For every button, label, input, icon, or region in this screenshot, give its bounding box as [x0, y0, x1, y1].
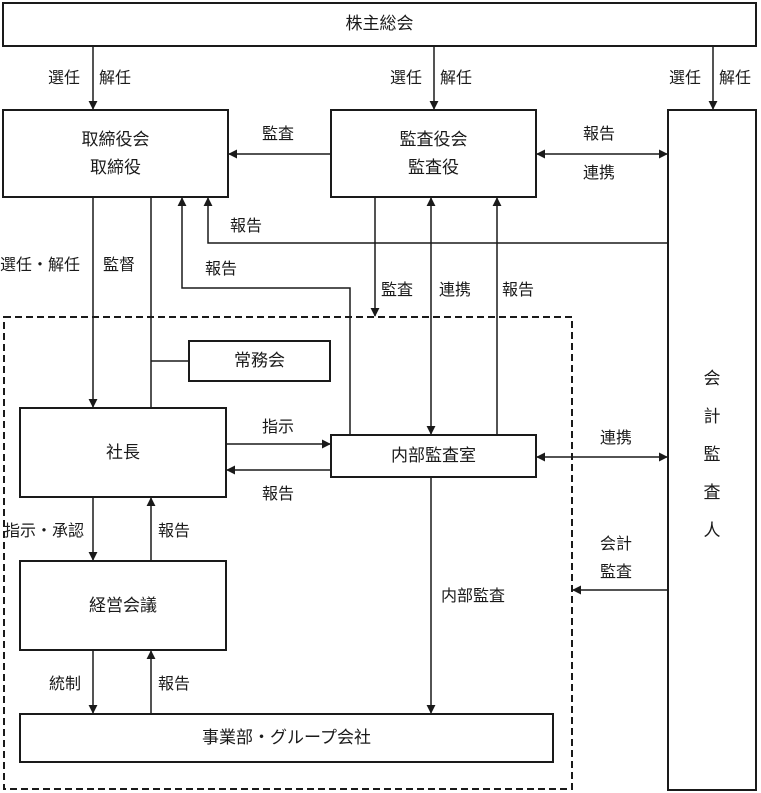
company-boundary [3, 316, 573, 790]
label-report: 報告 [158, 674, 191, 693]
mgmt-meeting-label: 経営会議 [89, 596, 157, 616]
mgmt-meeting-box [19, 560, 227, 651]
auditor-box [667, 109, 757, 791]
label-dismiss: 解任 [719, 68, 752, 87]
auditor-char: 会 [703, 369, 721, 389]
audit-board-title: 監査役会 [399, 130, 468, 150]
label-instruct-approve: 指示・承認 [4, 521, 85, 540]
audit-board-sub: 監査役 [408, 158, 459, 178]
business-units-label: 事業部・グループ会社 [202, 728, 371, 748]
label-elect-dismiss: 選任・解任 [0, 255, 81, 274]
board-sub: 取締役 [90, 158, 141, 178]
audit-board-box [330, 109, 537, 198]
label-report: 報告 [158, 521, 191, 540]
label-report: 報告 [230, 216, 263, 235]
label-elect: 選任 [390, 68, 423, 87]
label-report: 報告 [205, 259, 238, 278]
label-audit: 監査 [600, 562, 633, 581]
label-elect: 選任 [669, 68, 702, 87]
internal-audit-box [330, 434, 537, 478]
shareholders-box [2, 2, 757, 47]
label-instruct: 指示 [262, 417, 295, 436]
president-label: 社長 [106, 443, 140, 463]
president-box [19, 407, 227, 498]
label-dismiss: 解任 [440, 68, 473, 87]
executive-label: 常務会 [234, 351, 285, 371]
board-title: 取締役会 [81, 130, 150, 150]
arrow-auditor-report-board [203, 197, 668, 244]
board-box [2, 109, 229, 198]
internal-audit-label: 内部監査室 [391, 446, 476, 466]
label-report: 報告 [502, 280, 535, 299]
business-units-box [19, 713, 554, 763]
label-coop: 連携 [439, 280, 472, 299]
label-audit: 監査 [381, 280, 414, 299]
label-accounting: 会計 [600, 534, 633, 553]
label-control: 統制 [49, 674, 82, 693]
label-supervise: 監督 [103, 255, 136, 274]
auditor-char: 監 [703, 445, 721, 465]
auditor-label: 会 計 監 査 人 [668, 360, 756, 550]
label-elect: 選任 [48, 68, 81, 87]
arrow-ia-report-board [177, 197, 351, 435]
label-report: 報告 [583, 124, 616, 143]
label-report: 報告 [262, 484, 295, 503]
label-audit: 監査 [262, 124, 295, 143]
auditor-char: 計 [703, 407, 721, 427]
shareholders-label: 株主総会 [345, 14, 414, 34]
auditor-char: 人 [703, 521, 721, 541]
label-coop: 連携 [583, 163, 616, 182]
label-internal-audit: 内部監査 [441, 586, 506, 605]
label-coop: 連携 [600, 428, 633, 447]
auditor-char: 査 [703, 483, 721, 503]
label-dismiss: 解任 [99, 68, 132, 87]
